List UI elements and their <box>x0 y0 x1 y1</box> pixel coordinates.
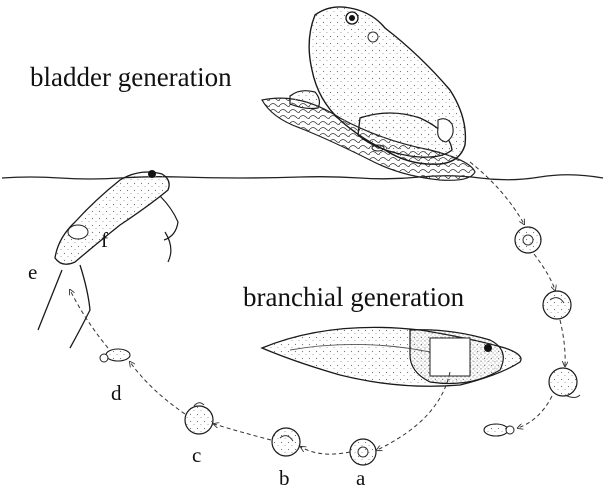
stage-label-a: a <box>356 468 365 489</box>
stage-c-embryo <box>185 403 213 434</box>
surface-frog-figure <box>38 170 178 348</box>
stage-embryo-3 <box>549 368 580 398</box>
stage-a-egg <box>350 439 376 465</box>
stage-larva-4 <box>484 424 514 436</box>
heading-branchial-generation: branchial generation <box>243 284 464 311</box>
stage-b-embryo <box>272 428 300 456</box>
stage-label-c: c <box>192 445 201 466</box>
stage-d-larva <box>100 349 130 362</box>
heading-bladder-generation: bladder generation <box>30 64 232 91</box>
water-surface-line <box>2 175 603 180</box>
stage-label-d: d <box>111 383 122 404</box>
stage-label-b: b <box>279 468 290 489</box>
stage-egg-1 <box>515 227 541 253</box>
stage-embryo-2 <box>543 291 571 319</box>
stage-label-f: f <box>101 230 108 251</box>
stage-label-e: e <box>28 262 37 283</box>
tadpole-figure <box>262 327 521 386</box>
adult-frog-figure <box>290 7 465 164</box>
